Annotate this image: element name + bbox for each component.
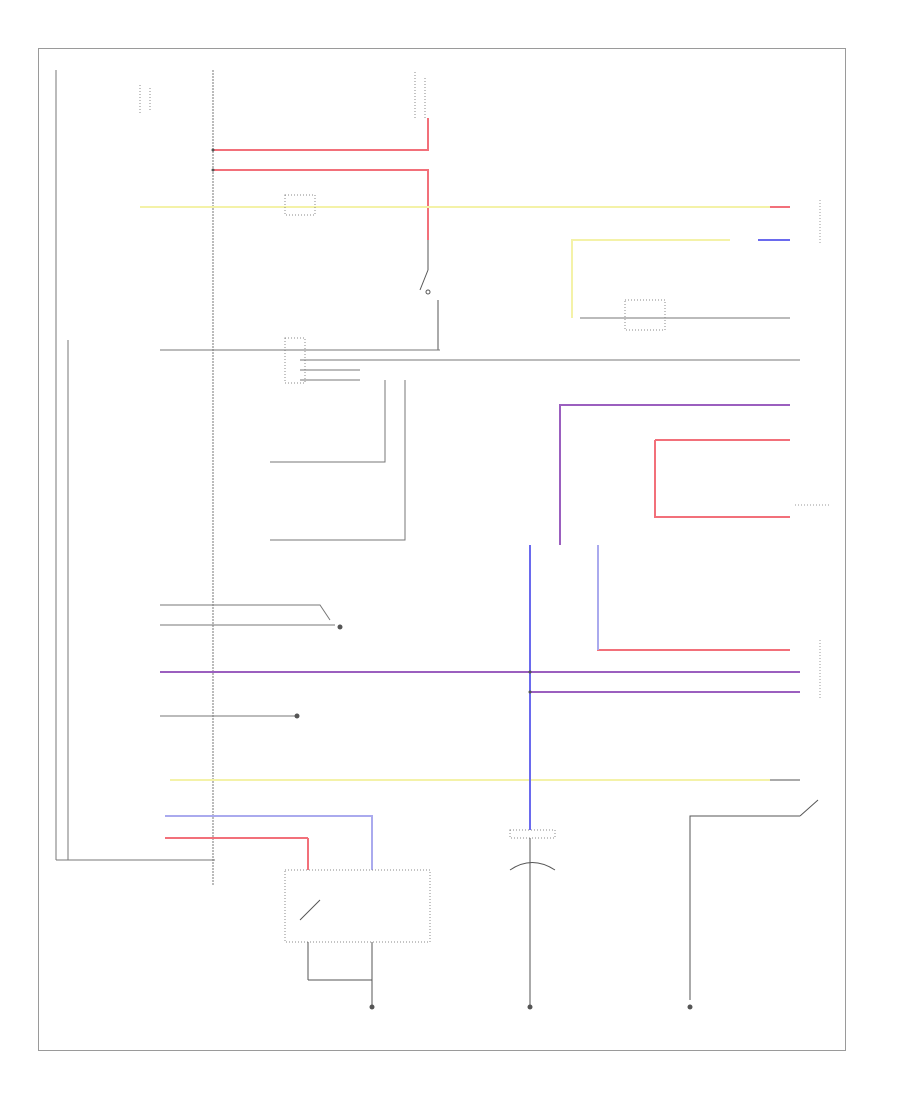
- ground-point-left: [337, 624, 343, 630]
- red-right-wires: [165, 439, 790, 870]
- fuse-box-top-center: [414, 72, 429, 150]
- ground-g1: [369, 1004, 375, 1010]
- splice-dots: [211, 148, 532, 694]
- brake-pedal-switch: [419, 240, 439, 350]
- right-connectors: [795, 200, 830, 700]
- gray-signal-wires: [160, 317, 800, 541]
- diagram-frame: [38, 48, 846, 1051]
- ground-point-mid: [294, 713, 300, 719]
- left-signal-wires: [160, 604, 335, 717]
- red-power-wires: [213, 118, 429, 240]
- control-module-bottom: [284, 869, 431, 1005]
- connector-block-center: [284, 194, 316, 384]
- lightblue-wires: [165, 545, 599, 870]
- ground-g2: [527, 1004, 533, 1010]
- fuse-box-top-left: [139, 85, 151, 115]
- switch-right-bottom: [689, 779, 819, 1000]
- relay-box-right: [624, 299, 666, 331]
- yellow-wires: [140, 206, 770, 781]
- transmission-range-switch: [509, 829, 556, 1005]
- left-harness: [55, 70, 215, 885]
- ground-g3: [687, 1004, 693, 1010]
- purple-wires: [160, 404, 800, 693]
